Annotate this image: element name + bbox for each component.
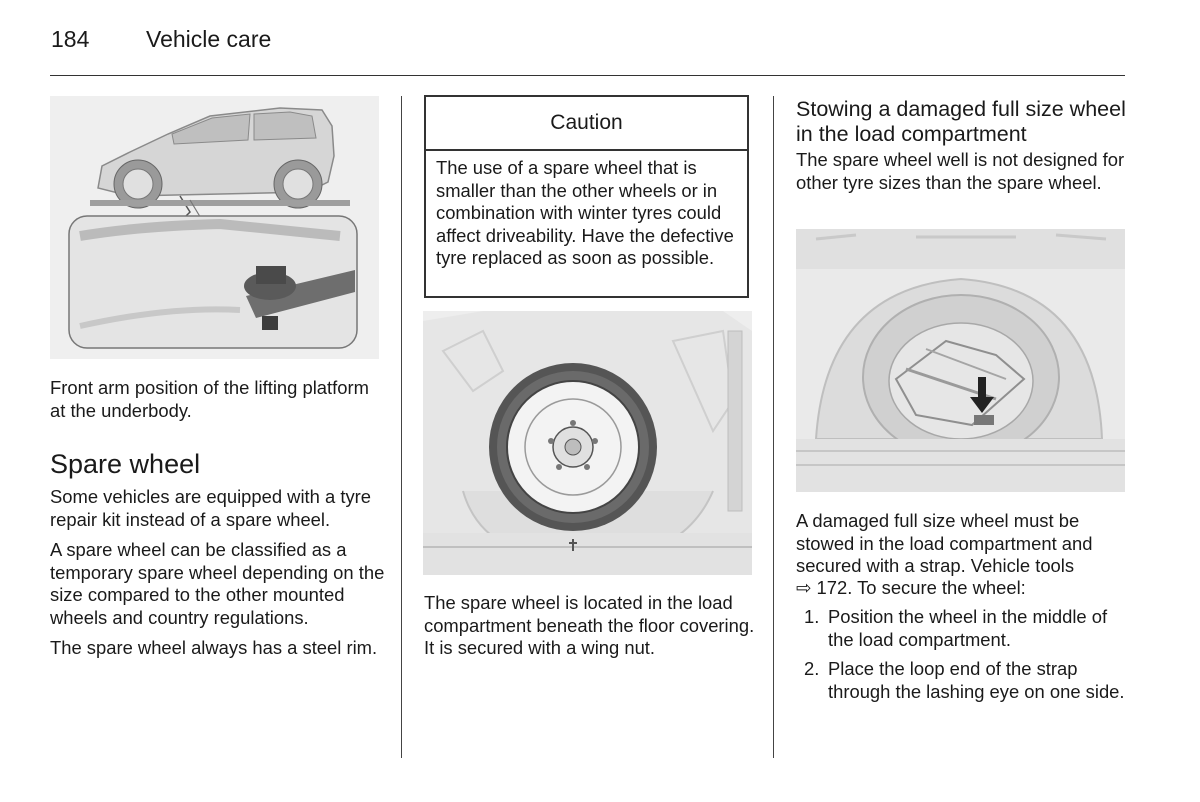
paragraph: A spare wheel can be classified as a tem… — [50, 539, 385, 628]
car-lift-illustration — [50, 96, 379, 359]
caution-title: Caution — [426, 97, 747, 151]
paragraph: The spare wheel always has a steel rim. — [50, 637, 378, 658]
wheel-well-arrow-illustration — [796, 229, 1125, 492]
spare-wheel-illustration — [423, 311, 752, 575]
body-text-block: Some vehicles are equipped with a tyre r… — [50, 486, 385, 668]
caution-text: The use of a spare wheel that is smaller… — [436, 157, 734, 268]
column-divider — [401, 96, 402, 758]
section-heading: Spare wheel — [50, 449, 201, 479]
steps-list: 1. Position the wheel in the middle of t… — [796, 606, 1136, 710]
page-number: 184 — [51, 26, 90, 52]
intro-text: The spare wheel well is not designed for… — [796, 149, 1125, 193]
subsection-heading: Stowing a damaged full size wheel in the… — [796, 97, 1126, 146]
cross-reference-link[interactable]: ⇨ 172. To secure the wheel: — [796, 577, 1026, 598]
step-number: 2. — [804, 658, 820, 679]
list-item: 2. Place the loop end of the strap throu… — [796, 658, 1136, 703]
header-rule — [50, 75, 1125, 76]
step-text: Position the wheel in the middle of the … — [828, 606, 1108, 650]
list-item: 1. Position the wheel in the middle of t… — [796, 606, 1136, 651]
figure-caption: The spare wheel is located in the load c… — [424, 592, 755, 658]
column-divider — [773, 96, 774, 758]
paragraph: Some vehicles are equipped with a tyre r… — [50, 486, 371, 530]
section-title: Vehicle care — [146, 26, 272, 52]
figure-caption: Front arm position of the lifting platfo… — [50, 377, 369, 421]
caution-box: Caution The use of a spare wheel that is… — [424, 95, 749, 298]
body-paragraph: A damaged full size wheel must be stowed… — [796, 510, 1093, 576]
step-text: Place the loop end of the strap through … — [828, 658, 1125, 702]
step-number: 1. — [804, 606, 820, 627]
